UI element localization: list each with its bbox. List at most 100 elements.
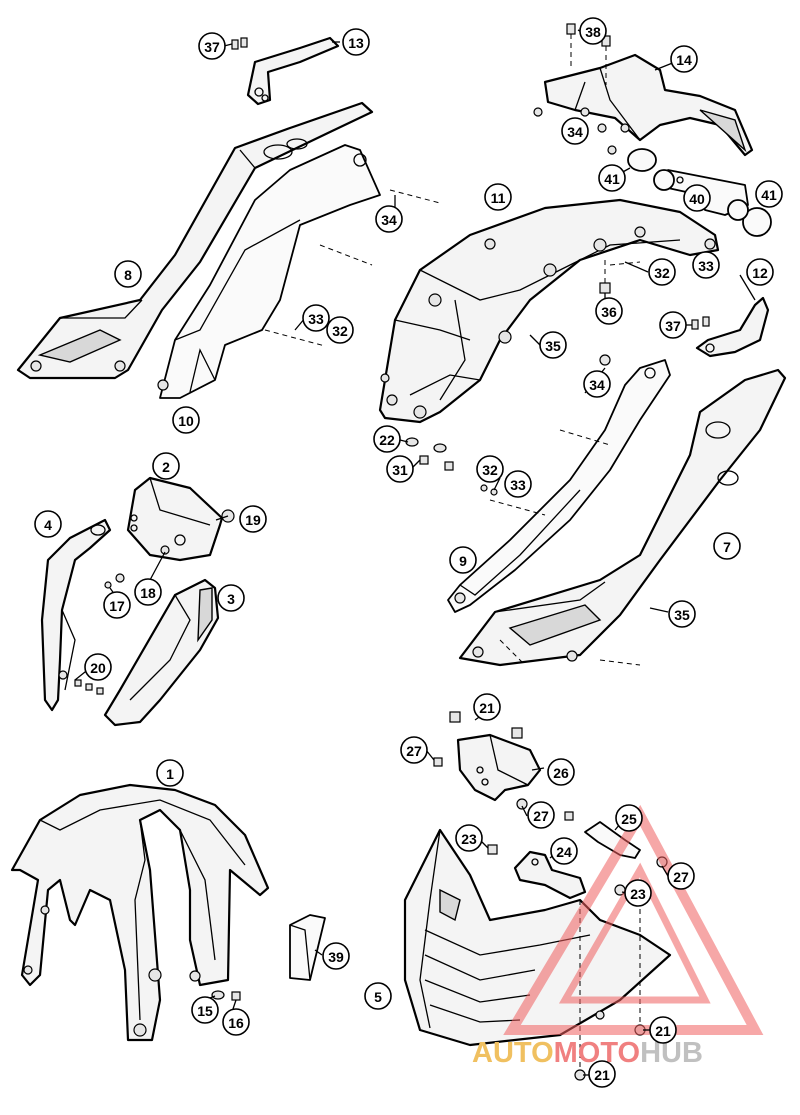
callout-label: 4 (44, 517, 52, 533)
part-11-rear-undertray (378, 198, 720, 424)
hardware-cluster-middle (405, 437, 498, 496)
callout-label: 12 (752, 265, 768, 281)
callout-circle (649, 1016, 677, 1044)
watermark-auto: AUTO (472, 1037, 554, 1069)
callout-circle (134, 578, 162, 606)
callout-22: 22 (373, 425, 401, 453)
callout-24: 24 (550, 837, 578, 865)
callout-label: 32 (332, 323, 348, 339)
callout-34: 34 (375, 205, 403, 233)
part-10-inner-frame-left (157, 144, 441, 399)
callout-circle (598, 164, 626, 192)
callout-circle (670, 45, 698, 73)
callout-circle (667, 862, 695, 890)
callout-label: 37 (665, 318, 681, 334)
callout-label: 27 (533, 808, 549, 824)
callout-label: 36 (601, 304, 617, 320)
callout-label: 38 (585, 24, 601, 40)
callout-circle (547, 758, 575, 786)
callout-circle (692, 251, 720, 279)
part-37-bolts-top (231, 37, 248, 50)
callout-34: 34 (561, 117, 589, 145)
callout-circle (364, 982, 392, 1010)
callout-23: 23 (455, 824, 483, 852)
callout-label: 40 (689, 191, 705, 207)
callout-26: 26 (547, 758, 575, 786)
callout-label: 26 (553, 765, 569, 781)
callout-circle (683, 184, 711, 212)
callout-label: 17 (109, 598, 125, 614)
callout-circle (527, 801, 555, 829)
callout-27: 27 (400, 736, 428, 764)
callout-21: 21 (473, 693, 501, 721)
callout-9: 9 (449, 546, 477, 574)
callout-39: 39 (322, 942, 350, 970)
callout-18: 18 (134, 578, 162, 606)
callout-label: 5 (374, 989, 382, 1005)
callout-label: 10 (178, 413, 194, 429)
callout-circle (473, 693, 501, 721)
callout-label: 34 (567, 124, 583, 140)
callout-label: 14 (676, 52, 692, 68)
callout-8: 8 (114, 260, 142, 288)
callout-label: 33 (308, 311, 324, 327)
callout-circle (659, 311, 687, 339)
callout-circle (539, 331, 567, 359)
part-7-side-panel-right (458, 368, 787, 667)
callout-label: 27 (406, 743, 422, 759)
callout-circle (755, 180, 783, 208)
callout-4: 4 (34, 510, 62, 538)
callout-circle (239, 505, 267, 533)
callout-circle (713, 532, 741, 560)
callout-circle (152, 452, 180, 480)
callout-37: 37 (659, 311, 687, 339)
callout-11: 11 (484, 183, 512, 211)
callout-label: 23 (461, 831, 477, 847)
callout-circle (476, 455, 504, 483)
part-26-mount (433, 711, 542, 810)
callout-circle (302, 304, 330, 332)
callout-circle (198, 32, 226, 60)
callout-21: 21 (649, 1016, 677, 1044)
callout-label: 13 (348, 35, 364, 51)
callout-label: 3 (227, 591, 235, 607)
callout-40: 40 (683, 184, 711, 212)
part-24-bracket (487, 844, 587, 900)
callout-23: 23 (624, 879, 652, 907)
callout-5: 5 (364, 982, 392, 1010)
callout-circle (579, 17, 607, 45)
part-41-reflector-right (727, 199, 772, 237)
callout-33: 33 (504, 470, 532, 498)
callout-label: 15 (197, 1003, 213, 1019)
callout-circle (624, 879, 652, 907)
callout-label: 35 (674, 607, 690, 623)
callout-circle (34, 510, 62, 538)
callout-label: 21 (479, 700, 495, 716)
callout-circle (114, 260, 142, 288)
part-12-rear-handle (691, 296, 770, 358)
callout-circle (455, 824, 483, 852)
callout-16: 16 (222, 1008, 250, 1036)
callout-circle (615, 804, 643, 832)
callout-label: 27 (673, 869, 689, 885)
callout-1: 1 (156, 759, 184, 787)
part-9-inner-frame-right (447, 354, 671, 613)
callout-circle (375, 205, 403, 233)
callout-circle (400, 736, 428, 764)
callout-label: 19 (245, 512, 261, 528)
callout-circle (172, 406, 200, 434)
callout-20: 20 (84, 653, 112, 681)
callout-31: 31 (386, 455, 414, 483)
callout-label: 20 (90, 660, 106, 676)
callout-21: 21 (588, 1060, 616, 1088)
callout-41: 41 (755, 180, 783, 208)
callout-label: 25 (621, 811, 637, 827)
part-1-front-mudguard (10, 783, 270, 1042)
callout-label: 21 (594, 1067, 610, 1083)
callout-3: 3 (217, 584, 245, 612)
watermark-logo (503, 804, 764, 1035)
part-5-front-fairing (403, 828, 672, 1081)
part-13-bracket (246, 36, 340, 106)
